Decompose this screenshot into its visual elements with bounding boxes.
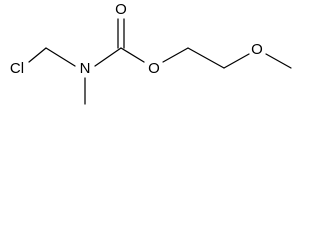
atom-label-chlorine: Cl: [10, 60, 24, 77]
bond-ch2-ether-o: [223, 53, 250, 69]
bond-ch2-n: [45, 47, 76, 67]
atom-label-ether-oxygen: O: [251, 41, 263, 58]
bond-cl-ch2: [28, 47, 47, 63]
bond-n-carbonyl-c: [94, 47, 122, 67]
atom-label-ester-oxygen: O: [148, 60, 160, 77]
molecule-drawing: Cl N O O O: [10, 1, 292, 105]
atom-label-carbonyl-oxygen: O: [115, 1, 127, 18]
bond-ch2-ch2: [187, 47, 225, 69]
bond-carbonyl-c-ester-o: [120, 47, 145, 63]
atom-label-nitrogen: N: [80, 60, 91, 77]
bond-ether-o-methyl: [265, 53, 292, 69]
structure-diagram: Cl N O O O: [0, 0, 296, 112]
bond-ester-o-ch2: [162, 47, 189, 63]
